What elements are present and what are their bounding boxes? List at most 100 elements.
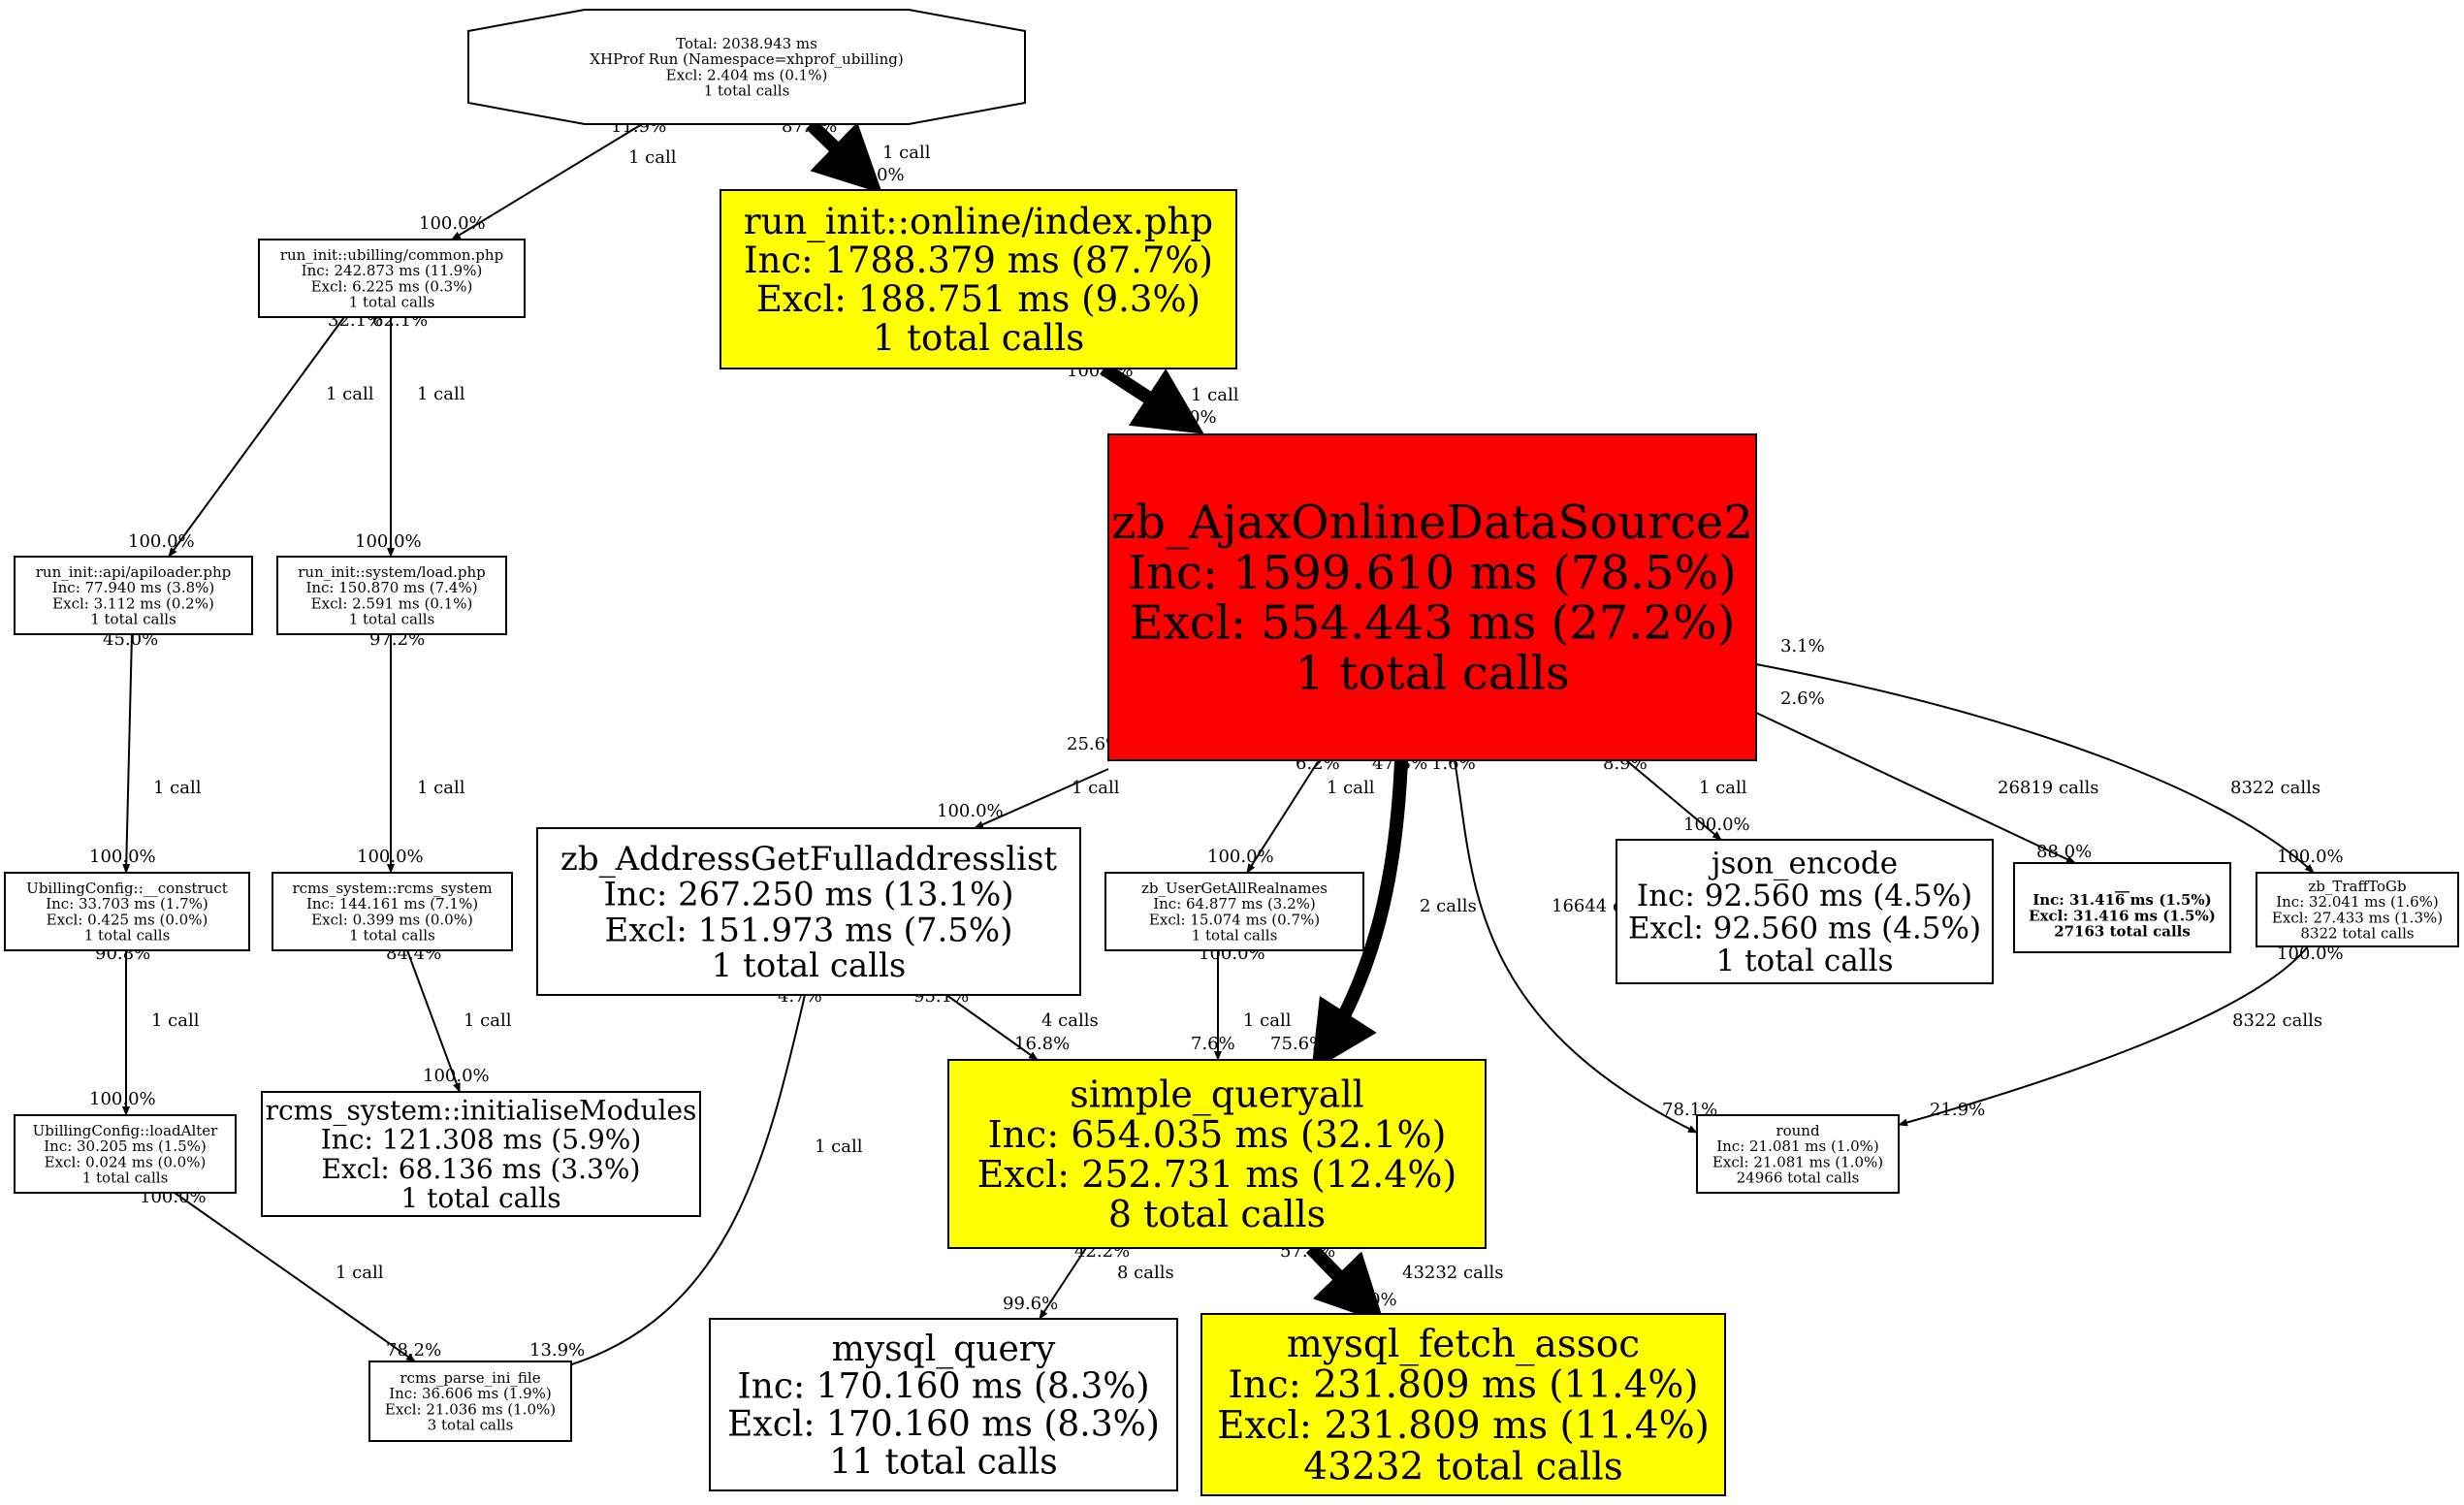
edge-line xyxy=(1755,663,2315,874)
node-text-line: round xyxy=(1776,1122,1820,1139)
edge-target-percent: 100.0% xyxy=(838,165,905,185)
edge-calls-label: 1 call xyxy=(882,143,931,163)
edge-line xyxy=(1246,759,1320,874)
edge-target-percent: 100.0% xyxy=(355,531,422,552)
edge-calls-label: 26819 calls xyxy=(1998,778,2099,798)
node-text-line: Excl: 0.425 ms (0.0%) xyxy=(47,911,208,928)
node-underscore[interactable]: __Inc: 31.416 ms (1.5%)Excl: 31.416 ms (… xyxy=(2013,862,2231,953)
edge-calls-label: 1 call xyxy=(151,1010,200,1031)
node-text-line: Excl: 151.973 ms (7.5%) xyxy=(605,911,1013,949)
edge-calls-label: 1 call xyxy=(336,1263,384,1283)
node-text-line: 1 total calls xyxy=(90,611,176,628)
node-text-line: 1 total calls xyxy=(82,1169,169,1187)
edge-line xyxy=(1898,945,2309,1127)
node-text-line: Excl: 0.024 ms (0.0%) xyxy=(45,1153,207,1170)
node-box xyxy=(2256,872,2459,947)
node-text-line: 8322 total calls xyxy=(2300,925,2414,943)
edge-target-percent: 75.6% xyxy=(1270,1034,1326,1054)
node-box xyxy=(276,556,507,635)
node-text-line: Excl: 2.404 ms (0.1%) xyxy=(666,66,828,83)
edge-calls-label: 8322 calls xyxy=(2232,1010,2322,1031)
node-box xyxy=(1107,433,1757,761)
node-text-line: Excl: 15.074 ms (0.7%) xyxy=(1149,911,1320,928)
edge-calls-label: 4 calls xyxy=(1041,1010,1099,1031)
node-text-line: mysql_query xyxy=(832,1329,1056,1369)
node-text-line: 1 total calls xyxy=(873,317,1084,359)
edge-source-percent: 100.0% xyxy=(2277,944,2344,964)
node-text-line: 1 total calls xyxy=(1192,927,1278,945)
node-box xyxy=(536,827,1081,996)
node-text-line: Inc: 1788.379 ms (87.7%) xyxy=(744,240,1213,281)
edge-line xyxy=(974,768,1109,829)
node-text-line: Excl: 21.081 ms (1.0%) xyxy=(1712,1153,1883,1170)
node-text-line: 1 total calls xyxy=(1716,944,1894,978)
edge-line xyxy=(168,316,345,558)
node-box xyxy=(368,1361,572,1442)
node-text-line: 1 total calls xyxy=(349,611,435,628)
edge-target-percent: 21.9% xyxy=(1930,1100,1985,1120)
edge-calls-label: 1 call xyxy=(417,384,465,404)
node-text-line: 27163 total calls xyxy=(2054,923,2191,941)
edge-target-percent: 88.0% xyxy=(2036,842,2092,862)
node-text-line: 1 total calls xyxy=(84,927,171,945)
edge-target-percent: 100.0% xyxy=(419,213,486,234)
node-text-line: Inc: 242.873 ms (11.9%) xyxy=(302,262,483,279)
edge-target-percent: 7.6% xyxy=(1191,1034,1235,1054)
node-box xyxy=(2013,862,2231,953)
node-box xyxy=(272,872,513,951)
node-text-line: 1 total calls xyxy=(704,82,790,100)
node-text-line: json_encode xyxy=(1709,847,1898,881)
edge-calls-label: 1 call xyxy=(326,384,374,404)
node-text-line: 8 total calls xyxy=(1108,1193,1326,1235)
edge-line xyxy=(1305,1243,1385,1325)
node-text-line: Inc: 31.416 ms (1.5%) xyxy=(2032,891,2212,909)
node-text-line: zb_AjaxOnlineDataSource2 xyxy=(1111,496,1753,550)
edge-line xyxy=(1755,712,2076,864)
node-text-line: run_init::ubilling/common.php xyxy=(280,246,503,264)
edge-target-percent: 100.0% xyxy=(423,1066,490,1086)
edge-target-percent: 100.0% xyxy=(357,847,424,867)
node-text-line: Excl: 252.731 ms (12.4%) xyxy=(977,1153,1457,1196)
node-text-line: 43232 total calls xyxy=(1303,1445,1622,1489)
edge-line xyxy=(406,949,461,1093)
node-box xyxy=(14,556,253,635)
edge-target-percent: 100.0% xyxy=(89,1089,156,1109)
edge-calls-label: 1 call xyxy=(1327,778,1375,798)
node-text-line: Inc: 150.870 ms (7.4%) xyxy=(305,579,477,596)
edge-target-percent: 78.2% xyxy=(386,1340,441,1361)
edge-calls-label: 1 call xyxy=(815,1137,863,1157)
node-text-line: Inc: 654.035 ms (32.1%) xyxy=(988,1113,1447,1156)
edge-line xyxy=(945,994,1039,1061)
node-text-line: rcms_system::initialiseModules xyxy=(266,1094,697,1126)
edge-calls-label: 43232 calls xyxy=(1402,1263,1504,1283)
node-box xyxy=(14,1114,237,1194)
edge-target-percent: 100.0% xyxy=(1683,815,1750,835)
node-text-line: Total: 2038.943 ms xyxy=(676,35,817,52)
node-text-line: Excl: 554.443 ms (27.2%) xyxy=(1130,596,1736,651)
